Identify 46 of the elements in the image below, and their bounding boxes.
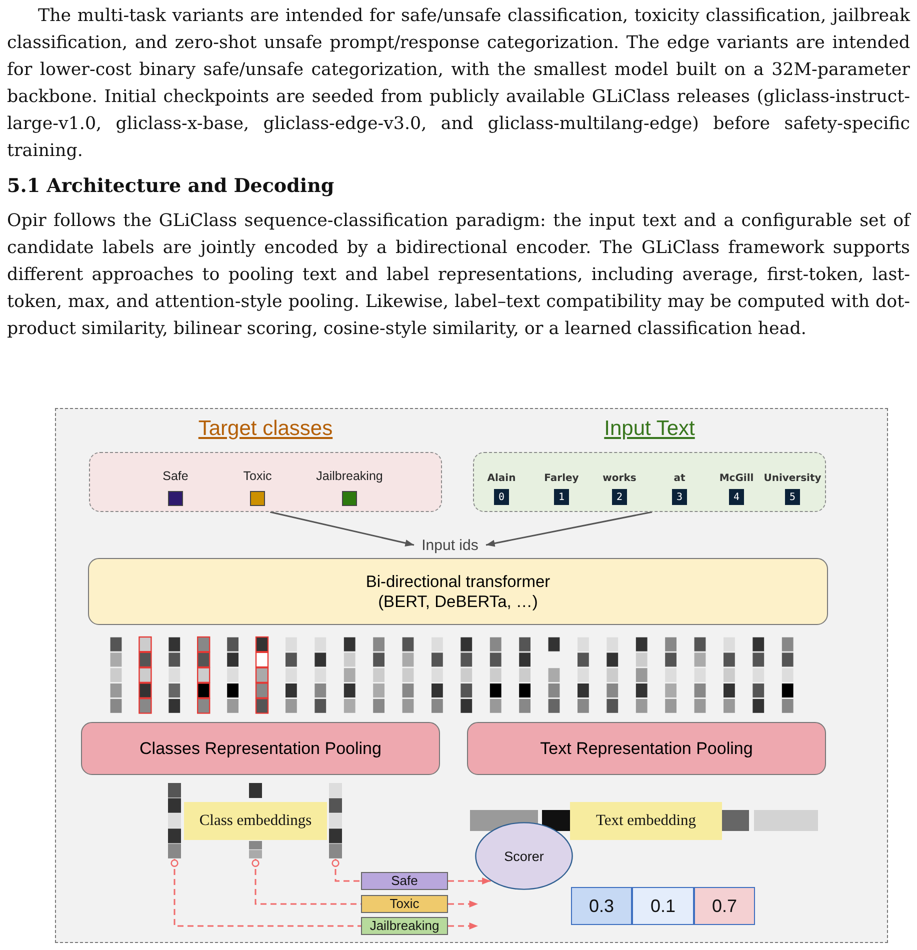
class-label: Safe bbox=[162, 469, 188, 484]
paragraph: The multi-task variants are intended for safe/unsafe classification, toxicity classification, jailbreak classification, and zero-shot unsafe prompt/response categorization. The edge variants are intended for lower-cost binary safe/unsafe categorization, with the smallest model built on a 32M-parameter backbone. Initial checkpoints are seeded from publicly available GLiClass releases (gliclass-instruct-large-v1.0, gliclass-x-base, gliclass-edge-v3.0, and gliclass-multilang-edge) before safety-specific training. bbox=[7, 5, 910, 163]
section-heading: 5.1 Architecture and Decoding bbox=[7, 174, 336, 199]
score-cell: 0.3 bbox=[571, 887, 632, 925]
connector-line bbox=[170, 859, 361, 927]
token-word: at bbox=[674, 472, 686, 485]
group-heading: Target classes bbox=[198, 416, 333, 442]
token-id-tile: 3 bbox=[672, 489, 687, 505]
token-id-tile: 1 bbox=[554, 489, 569, 505]
embedding-tag: Text embedding bbox=[570, 802, 722, 840]
class-tag: Toxic bbox=[361, 895, 448, 913]
dashed-arrow bbox=[448, 878, 491, 884]
embedding-vector-drawing bbox=[329, 783, 342, 859]
scorer-ellipse: Scorer bbox=[475, 822, 573, 890]
pooling-block: Text Representation Pooling bbox=[467, 722, 826, 775]
token-id-tile: 0 bbox=[494, 489, 509, 505]
transformer-block: Bi-directional transformer (BERT, DeBERTa, …) bbox=[88, 558, 828, 625]
token-word: Alain bbox=[487, 472, 516, 485]
token-id-tile: 2 bbox=[612, 489, 627, 505]
token-word: works bbox=[602, 472, 636, 485]
dashed-arrow bbox=[448, 922, 478, 930]
swatch-icon bbox=[342, 491, 357, 506]
swatch-icon bbox=[250, 491, 265, 506]
group-heading: Input Text bbox=[604, 416, 695, 442]
token-word: McGill bbox=[719, 472, 754, 485]
score-cell: 0.7 bbox=[694, 887, 755, 925]
token-id-tile: 5 bbox=[785, 489, 800, 505]
pooling-block: Classes Representation Pooling bbox=[81, 722, 440, 775]
embedding-vector-drawing bbox=[168, 783, 181, 859]
arrow bbox=[486, 511, 652, 547]
token-word: University bbox=[764, 472, 822, 485]
token-id-tile: 4 bbox=[729, 489, 744, 505]
paragraph: Opir follows the GLiClass sequence-classification paradigm: the input text and a configurable set of candidate labels are jointly encoded by a bidirectional encoder. The GLiClass framework supports different approaches to pooling text and label representations, including average, first-token, last-token, max, and attention-style pooling. Likewise, label–text compatibility may be computed with dot-product similarity, bilinear scoring, cosine-style similarity, or a learned classification head. bbox=[7, 210, 910, 341]
class-label: Toxic bbox=[243, 469, 272, 484]
token-word: Farley bbox=[544, 472, 579, 485]
score-cell: 0.1 bbox=[632, 887, 694, 925]
class-label: Jailbreaking bbox=[316, 469, 383, 484]
connector-line bbox=[332, 859, 361, 882]
class-tag: Safe bbox=[361, 872, 448, 890]
embedding-tag: Class embeddings bbox=[184, 802, 327, 840]
dashed-arrow bbox=[448, 900, 478, 908]
arrow bbox=[270, 511, 414, 546]
embedding-vector-drawing bbox=[249, 841, 262, 859]
input-ids-label: Input ids bbox=[414, 535, 486, 555]
swatch-icon bbox=[168, 491, 183, 506]
class-tag: Jailbreaking bbox=[361, 917, 448, 935]
